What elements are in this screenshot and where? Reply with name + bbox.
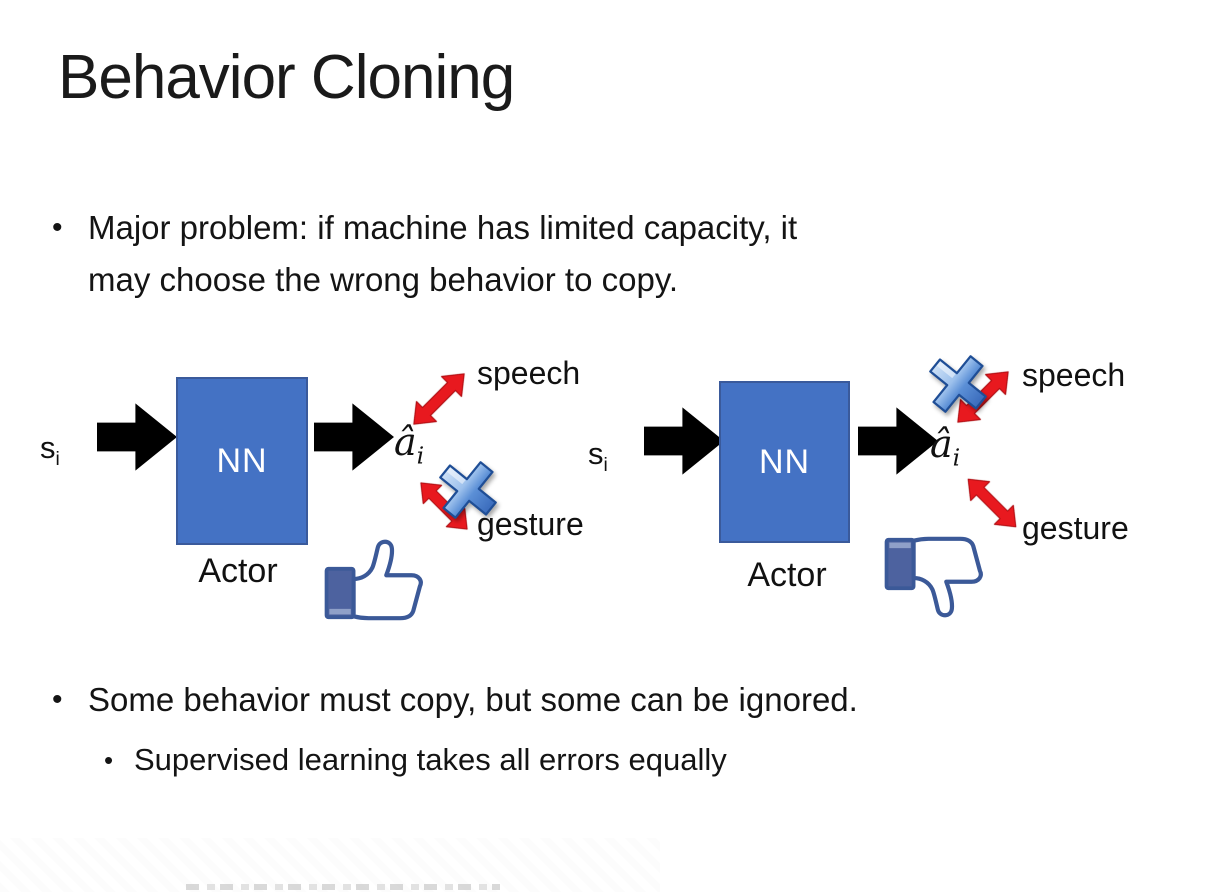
state-symbol: s bbox=[588, 436, 604, 471]
left-output-arrow-icon bbox=[314, 403, 394, 471]
left-gesture-label: gesture bbox=[477, 506, 584, 542]
bullet1-line1: Major problem: if machine has limited ca… bbox=[88, 209, 798, 246]
right-input-arrow-icon bbox=[644, 407, 724, 475]
bullet-major-problem: • Major problem: if machine has limited … bbox=[52, 202, 797, 306]
thumbs-up-icon bbox=[324, 539, 423, 621]
right-output-arrow-icon bbox=[858, 407, 938, 475]
left-state-label: si bbox=[40, 430, 60, 471]
right-nn-label: NN bbox=[758, 442, 811, 481]
left-nn-box: NN bbox=[176, 377, 308, 545]
bullet2-sub-text: Supervised learning takes all errors equ… bbox=[134, 742, 727, 777]
bullet1-line2: may choose the wrong behavior to copy. bbox=[88, 261, 679, 298]
action-subscript: i bbox=[952, 443, 961, 472]
right-actor-label: Actor bbox=[747, 556, 827, 594]
bullet-marker: • bbox=[52, 211, 63, 244]
state-subscript: i bbox=[55, 449, 60, 471]
bullet-marker: • bbox=[52, 683, 63, 716]
action-subscript: i bbox=[416, 441, 425, 470]
slide-title: Behavior Cloning bbox=[58, 43, 515, 112]
right-state-label: si bbox=[588, 436, 608, 477]
state-subscript: i bbox=[603, 455, 608, 477]
right-nn-box: NN bbox=[719, 381, 850, 543]
faint-watermark-texture bbox=[0, 838, 660, 892]
bullet-text: Major problem: if machine has limited ca… bbox=[88, 202, 797, 306]
right-gesture-label: gesture bbox=[1022, 510, 1129, 546]
right-gesture-double-arrow-icon bbox=[967, 478, 1017, 528]
left-action-label: âi bbox=[394, 420, 424, 470]
left-nn-label: NN bbox=[216, 441, 268, 480]
thumbs-down-icon bbox=[884, 536, 983, 618]
left-cross-x-icon bbox=[439, 461, 497, 519]
truncated-text-fragment bbox=[186, 884, 500, 890]
state-symbol: s bbox=[40, 430, 56, 465]
left-actor-label: Actor bbox=[198, 552, 278, 590]
left-speech-label: speech bbox=[477, 355, 581, 391]
right-speech-label: speech bbox=[1022, 357, 1126, 393]
action-symbol: â bbox=[930, 422, 953, 466]
action-symbol: â bbox=[394, 420, 417, 464]
bullet-some-behavior: • Some behavior must copy, but some can … bbox=[52, 674, 858, 726]
bullet2-text: Some behavior must copy, but some can be… bbox=[88, 681, 858, 718]
right-cross-x-icon bbox=[929, 355, 987, 413]
left-speech-double-arrow-icon bbox=[413, 373, 465, 425]
bullet-marker: • bbox=[104, 745, 114, 775]
left-input-arrow-icon bbox=[97, 403, 177, 471]
right-action-label: âi bbox=[930, 422, 960, 472]
bullet-supervised-learning: • Supervised learning takes all errors e… bbox=[104, 736, 727, 784]
